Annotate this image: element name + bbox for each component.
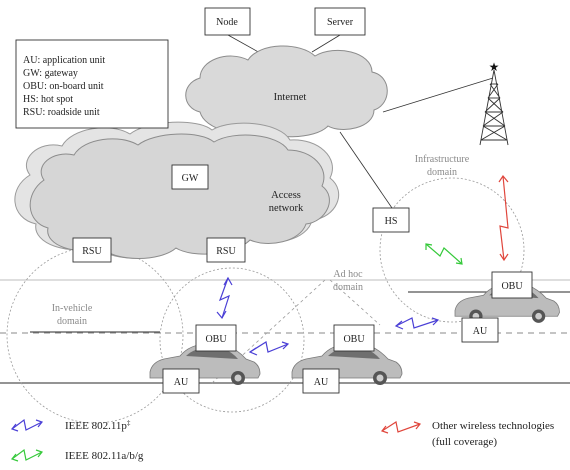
svg-text:OBU: OBU <box>343 334 365 345</box>
abbreviation-legend: AU: application unit GW: gateway OBU: on… <box>15 39 169 129</box>
hs-box: HS <box>372 207 410 233</box>
access-network-label-line1: Access <box>271 190 301 201</box>
legend-other-wireless-label-line1: Other wireless technologies <box>432 420 554 432</box>
server-label: Server <box>327 17 354 28</box>
access-network-cloud <box>14 121 340 259</box>
legend-other-wireless-label-line2: (full coverage) <box>432 436 497 448</box>
svg-text:AU: AU <box>314 377 329 388</box>
adhoc-domain-label-line1: Ad hoc <box>333 269 363 280</box>
rsu-right-box: RSU <box>206 237 246 263</box>
p-link-obu-au <box>394 317 440 330</box>
au-mid-box: AU <box>302 368 340 394</box>
node-box: Node <box>204 7 251 36</box>
server-box: Server <box>314 7 366 36</box>
antenna-star-icon: ★ <box>489 60 500 74</box>
adhoc-domain-label-line2: domain <box>333 282 363 293</box>
abbrev-hs: HS: hot spot <box>23 94 73 105</box>
svg-text:OBU: OBU <box>205 334 227 345</box>
legend: IEEE 802.11p‡ IEEE 802.11a/b/g Other wir… <box>10 418 554 462</box>
obu-mid-box: OBU <box>333 324 375 352</box>
au-right-box: AU <box>461 317 499 343</box>
abbrev-gw: GW: gateway <box>23 68 78 79</box>
abbrev-obu: OBU: on-board unit <box>23 81 104 92</box>
obu-right-box: OBU <box>491 271 533 299</box>
svg-text:AU: AU <box>473 326 488 337</box>
abbrev-rsu: RSU: roadside unit <box>23 107 100 118</box>
au-left-box: AU <box>162 368 200 394</box>
antenna-tower <box>479 69 509 146</box>
infrastructure-domain-label-line2: domain <box>427 167 457 178</box>
invehicle-domain-label-line1: In-vehicle <box>52 303 93 314</box>
node-label: Node <box>216 17 238 28</box>
links-80211p <box>216 276 440 356</box>
p-link-car-car <box>248 341 290 356</box>
infrastructure-domain-label-line1: Infrastructure <box>415 154 470 165</box>
access-network-label-line2: network <box>269 203 304 214</box>
legend-80211p-label: IEEE 802.11p‡ <box>65 419 131 432</box>
legend-80211abg-icon <box>10 448 44 462</box>
svg-text:GW: GW <box>182 173 199 184</box>
svg-text:HS: HS <box>385 216 398 227</box>
gw-box: GW <box>171 164 209 190</box>
obu-left-box: OBU <box>195 324 237 352</box>
rsu-left-box: RSU <box>72 237 112 263</box>
p-link-rsu-obu <box>216 276 233 320</box>
invehicle-domain-label-line2: domain <box>57 316 87 327</box>
svg-text:OBU: OBU <box>501 281 523 292</box>
legend-80211abg-label: IEEE 802.11a/b/g <box>65 450 144 462</box>
link-80211abg <box>425 243 463 265</box>
link-other-wireless <box>498 174 509 262</box>
internet-label: Internet <box>274 92 307 103</box>
svg-text:RSU: RSU <box>216 246 236 257</box>
abbrev-au: AU: application unit <box>23 55 105 66</box>
legend-80211p-icon <box>10 418 44 432</box>
legend-other-wireless-icon <box>380 421 422 434</box>
svg-text:AU: AU <box>174 377 189 388</box>
domain-circles <box>6 177 525 424</box>
svg-text:RSU: RSU <box>82 246 102 257</box>
